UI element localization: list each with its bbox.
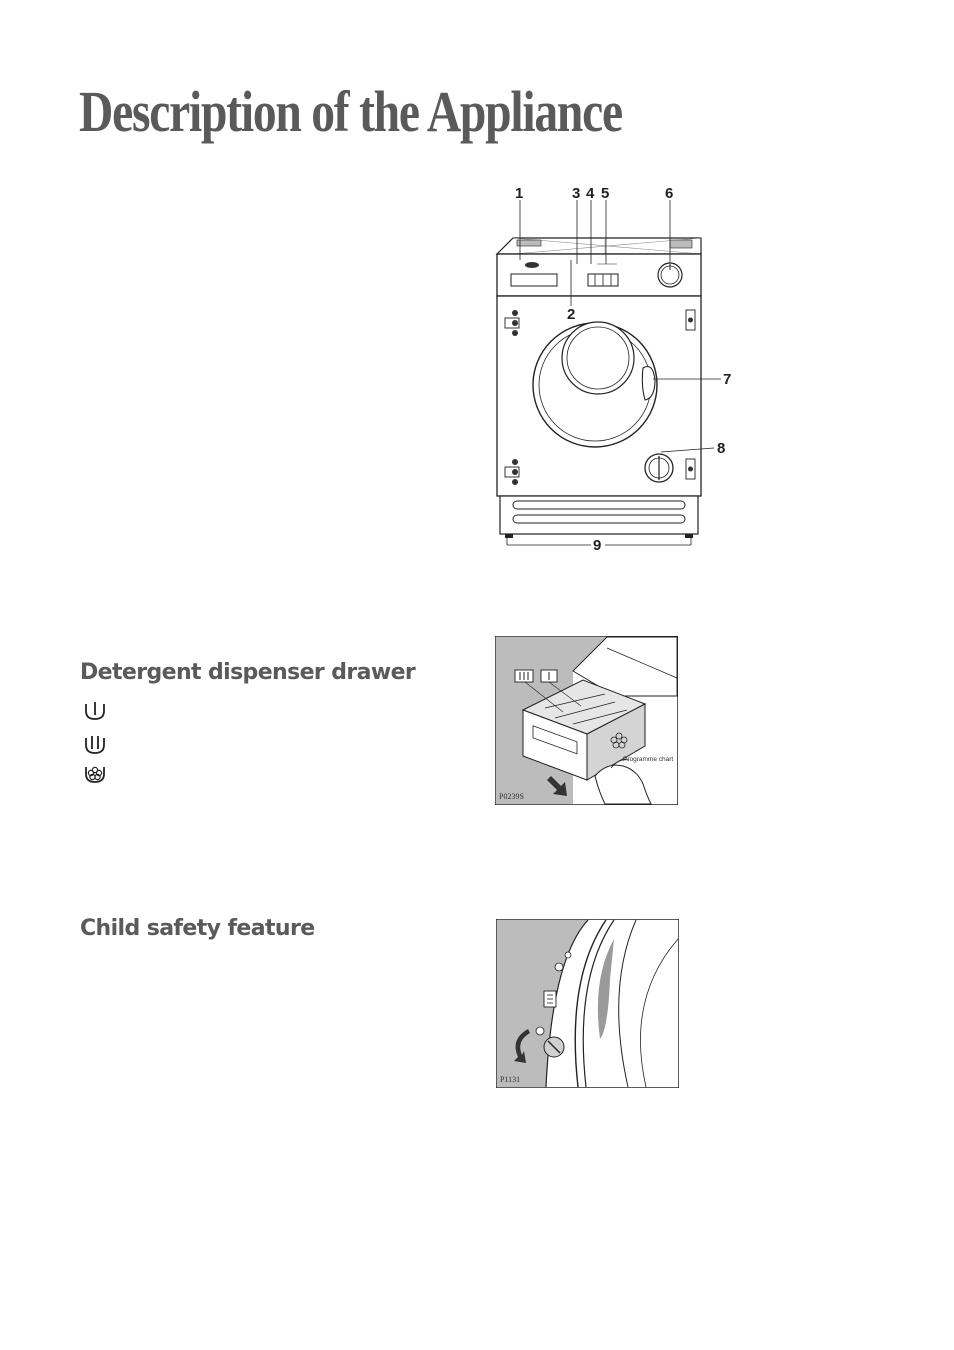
- detergent-drawer-illustration: Programme chart P0239S: [495, 636, 678, 805]
- callout-7: 7: [723, 371, 731, 388]
- detergent-drawer-heading: Detergent dispenser drawer: [80, 660, 416, 685]
- callout-4: 4: [586, 185, 595, 202]
- child-safety-heading: Child safety feature: [80, 916, 315, 941]
- programme-chart-label: Programme chart: [623, 756, 673, 763]
- prewash-compartment-icon: [85, 702, 105, 720]
- page-title: Description of the Appliance: [79, 79, 623, 144]
- callout-8: 8: [717, 440, 725, 457]
- callout-6: 6: [665, 185, 673, 202]
- callout-5: 5: [601, 185, 609, 202]
- main-wash-compartment-icon: [85, 736, 105, 754]
- figure-code-child: P1131: [500, 1075, 520, 1084]
- callout-1: 1: [515, 185, 523, 202]
- callout-3: 3: [572, 185, 580, 202]
- appliance-diagram: 1 3 4 5 6 2 7 8 9: [495, 185, 731, 554]
- fabric-softener-icon: [85, 766, 105, 783]
- callout-9: 9: [593, 537, 601, 554]
- child-safety-illustration: P1131: [496, 919, 679, 1088]
- figure-code-drawer: P0239S: [499, 792, 524, 801]
- callout-2: 2: [567, 306, 575, 323]
